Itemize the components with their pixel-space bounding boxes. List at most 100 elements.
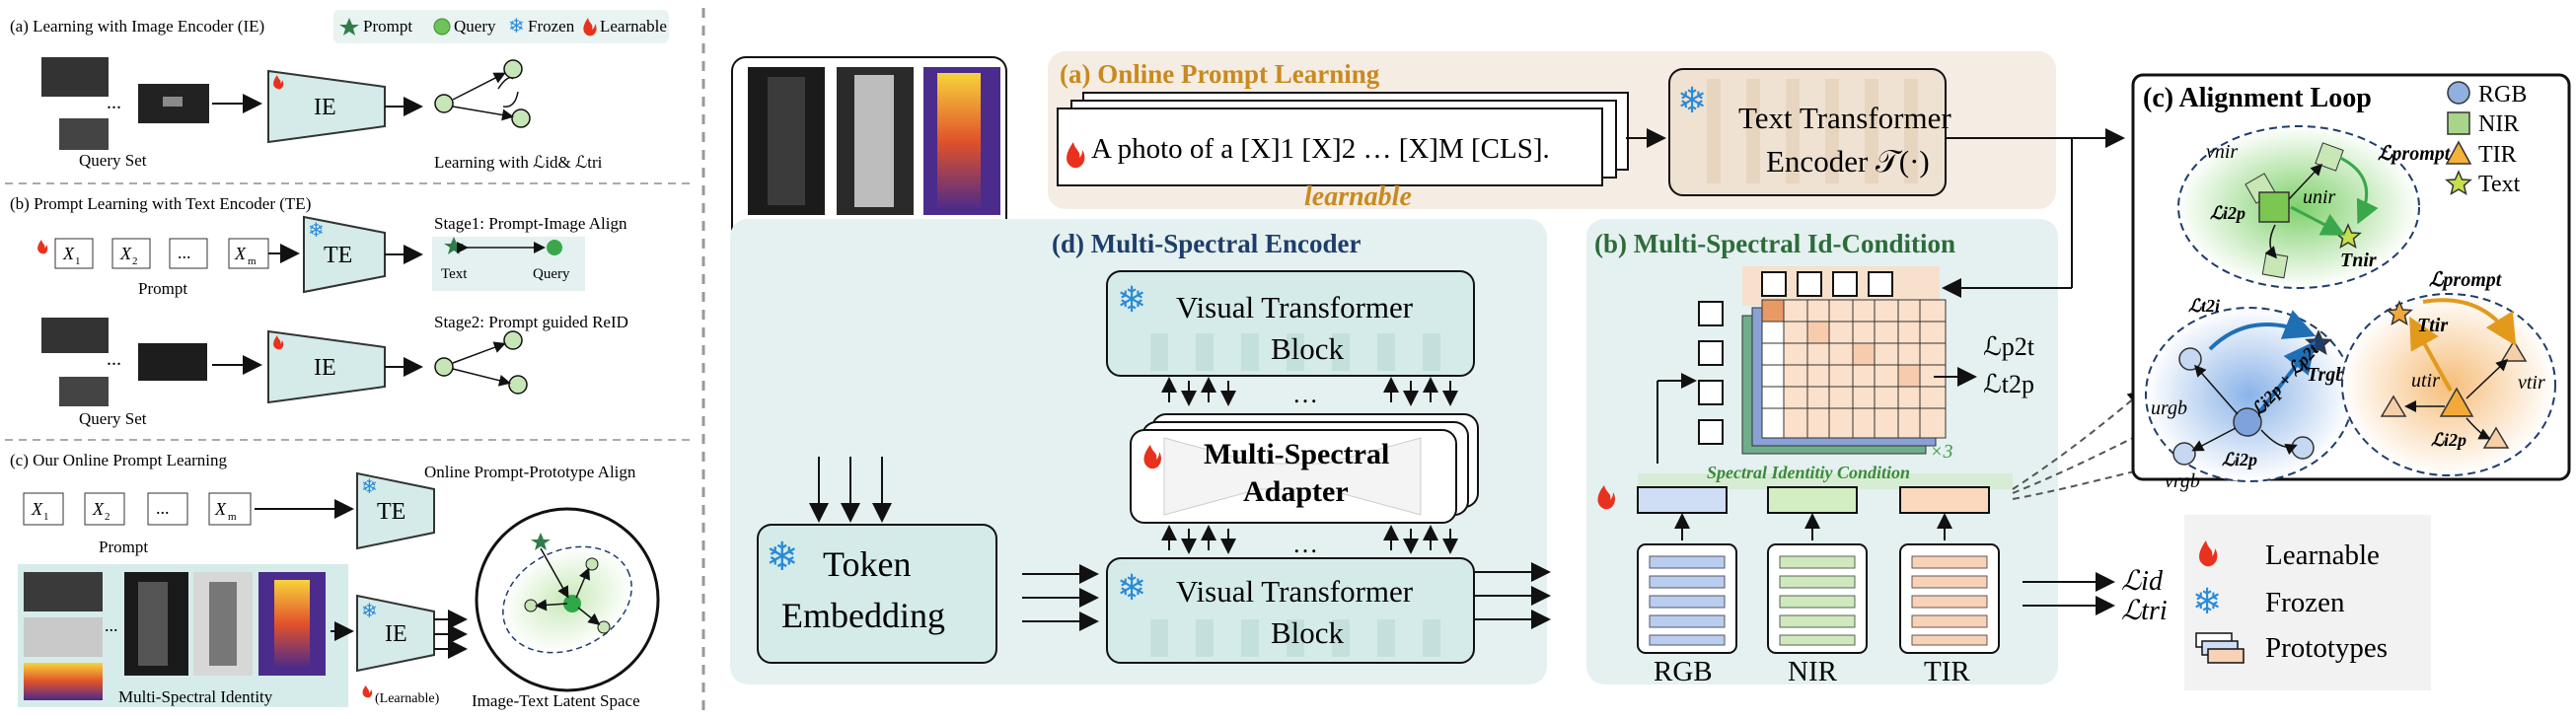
tir-feature-stack (1899, 543, 2000, 654)
svg-text:Encoder 𝒯(·): Encoder 𝒯(·) (1766, 144, 1930, 179)
svg-text:…: … (1292, 530, 1318, 558)
nir-label: NIR (1788, 656, 1838, 687)
svg-text:IE: IE (314, 95, 336, 120)
svg-text:Visual Transformer: Visual Transformer (1176, 574, 1414, 609)
svg-text:❄: ❄ (361, 476, 378, 498)
svg-text:vtir: vtir (2518, 372, 2545, 394)
svg-text:...: ... (107, 348, 121, 370)
svg-text:❄: ❄ (1117, 280, 1146, 320)
id-condition-panel: (b) Multi-Spectral Id-Condition ×3 ℒp2t … (1586, 138, 2174, 687)
svg-text:Prompt: Prompt (363, 17, 412, 36)
query-image-1 (41, 57, 109, 97)
loss-id: ℒid (2121, 566, 2164, 597)
query-image-2 (59, 118, 109, 150)
svg-text:IE: IE (385, 621, 407, 647)
svg-text:Text: Text (441, 266, 468, 282)
prompt-template-text: A photo of a [X]1 [X]2 … [X]M [CLS]. (1091, 133, 1550, 165)
frozen-legend-icon: ❄ (2192, 582, 2222, 621)
stage2-label: Stage2: Prompt guided ReID (434, 313, 628, 331)
svg-text:TE: TE (377, 499, 405, 525)
svg-text:X: X (62, 244, 75, 263)
online-prompt-panel: (a) Online Prompt Learning A photo of a … (1048, 51, 2125, 212)
svg-text:Query: Query (533, 266, 570, 282)
alignment-loop-title: (c) Alignment Loop (2143, 83, 2372, 113)
te-trapezoid-c (356, 471, 435, 550)
stage1-label: Stage1: Prompt-Image Align (434, 214, 627, 233)
svg-text:X: X (119, 244, 132, 263)
svg-text:X: X (214, 499, 227, 519)
frozen-snowflake-icon: ❄ (508, 16, 525, 37)
svg-text:ℒi2p: ℒi2p (2222, 450, 2257, 469)
svg-text:❄: ❄ (766, 535, 799, 579)
svg-text:Learnable: Learnable (2265, 539, 2380, 571)
svg-text:2: 2 (132, 255, 138, 267)
svg-text:Block: Block (1271, 615, 1345, 650)
svg-text:unir: unir (2303, 186, 2336, 208)
svg-text:Visual Transformer: Visual Transformer (1176, 290, 1414, 324)
svg-text:❄: ❄ (308, 220, 325, 242)
svg-text:vnir: vnir (2206, 141, 2238, 163)
online-prompt-title: (a) Online Prompt Learning (1060, 59, 1380, 89)
svg-text:Learnable: Learnable (600, 17, 667, 36)
nir-feature-stack (1767, 543, 1868, 654)
nir-legend-icon (2447, 111, 2470, 135)
rgb-label: RGB (1654, 656, 1713, 687)
learning-with-label: Learning with ℒid& ℒtri (434, 153, 603, 172)
prompt-label-b: Prompt (138, 279, 187, 298)
svg-text:Embedding: Embedding (781, 596, 945, 635)
svg-text:vrgb: vrgb (2165, 470, 2200, 492)
svg-text:…: … (1292, 380, 1318, 408)
svg-text:ℒt2i: ℒt2i (2188, 296, 2220, 316)
svg-text:Trgb: Trgb (2307, 364, 2345, 386)
svg-text:Text: Text (2478, 172, 2521, 197)
text-star-legend-icon (2445, 170, 2472, 196)
svg-text:IE: IE (314, 355, 336, 381)
token-embedding-box (757, 524, 997, 664)
svg-text:Frozen: Frozen (528, 17, 575, 36)
svg-text:TIR: TIR (2478, 142, 2517, 168)
tir-legend-icon (2445, 140, 2472, 165)
svg-text:Block: Block (1271, 331, 1345, 366)
svg-text:Query: Query (454, 17, 496, 36)
svg-text:Ttir: Ttir (2417, 315, 2448, 336)
svg-text:...: ... (107, 92, 121, 113)
left-panel: (a) Learning with Image Encoder (IE) Pro… (5, 10, 691, 710)
svg-text:Multi-Spectral: Multi-Spectral (1204, 438, 1389, 470)
learnable-flame-icon (583, 18, 597, 36)
svg-text:❄: ❄ (1677, 81, 1707, 120)
loss-tri: ℒtri (2121, 596, 2168, 626)
svg-text:NIR: NIR (2478, 111, 2519, 137)
latent-space-circle (475, 507, 660, 692)
svg-text:...: ... (105, 615, 118, 635)
svg-text:Token: Token (823, 544, 911, 584)
svg-text:utir: utir (2411, 370, 2440, 392)
svg-text:...: ... (156, 498, 170, 518)
te-trapezoid-b (303, 215, 386, 294)
prototypes-legend-icon (2195, 632, 2245, 664)
svg-text:...: ... (178, 243, 191, 262)
loss-t2p: ℒt2p (1983, 370, 2034, 398)
svg-text:m: m (228, 511, 237, 523)
multi-identity-label: Multi-Spectral Identity (118, 687, 273, 706)
svg-text:2: 2 (105, 511, 110, 523)
svg-text:Tnir: Tnir (2340, 250, 2377, 271)
left-b-title: (b) Prompt Learning with Text Encoder (T… (10, 194, 311, 213)
left-a-title: (a) Learning with Image Encoder (IE) (10, 17, 264, 36)
rgb-feature-stack (1637, 543, 1737, 654)
svg-text:1: 1 (75, 255, 81, 267)
svg-text:×3: ×3 (1930, 441, 1953, 463)
svg-text:ℒprompt: ℒprompt (2429, 269, 2503, 291)
svg-text:Adapter: Adapter (1243, 475, 1349, 508)
svg-text:Text Transformer: Text Transformer (1738, 101, 1951, 135)
ie-trapezoid-b (267, 329, 386, 404)
ie-trapezoid-a (267, 69, 386, 144)
id-condition-title: (b) Multi-Spectral Id-Condition (1594, 229, 1955, 258)
svg-text:urgb: urgb (2151, 397, 2187, 419)
similarity-matrix (1741, 299, 1947, 455)
prompt-label-c: Prompt (99, 538, 148, 556)
svg-text:Prototypes: Prototypes (2265, 632, 2388, 664)
svg-text:m: m (248, 255, 257, 267)
query-circle-icon (433, 18, 451, 36)
